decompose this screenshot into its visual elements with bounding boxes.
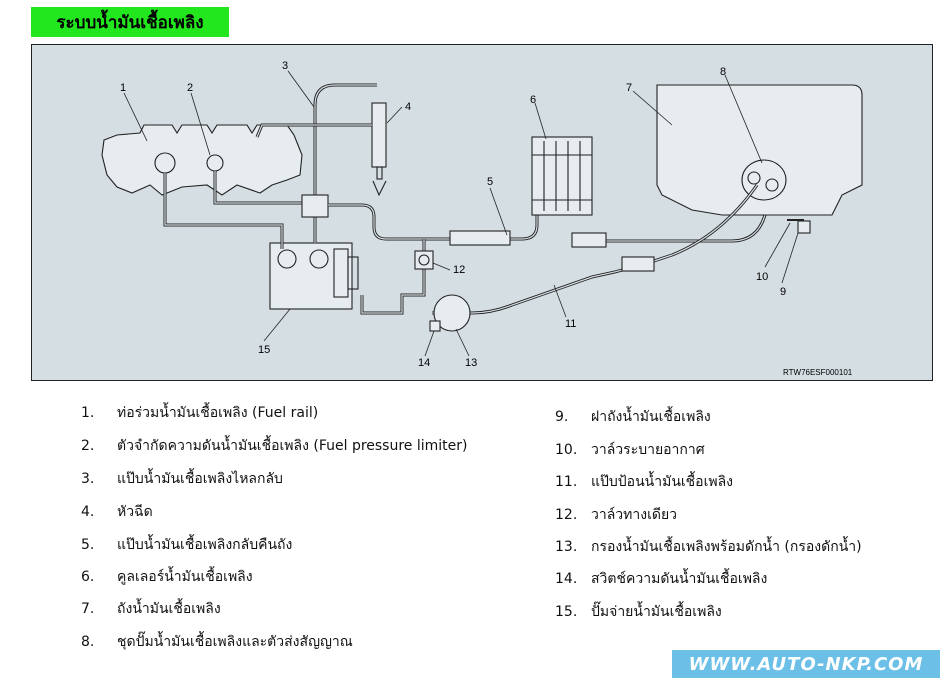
callout-7: 7 (626, 82, 632, 94)
return-pipe-sleeve (449, 230, 511, 246)
callout-15: 15 (258, 344, 270, 356)
return-pipe-5 (328, 155, 539, 241)
fuel-cap (797, 220, 811, 234)
legend-num: 7. (81, 601, 95, 617)
callout-8: 8 (720, 66, 726, 78)
page-title: ระบบน้ำมันเชื้อเพลิง (56, 12, 204, 33)
legend-text: แป๊บป้อนน้ำมันเชื้อเพลิง (591, 474, 734, 490)
pump-port-a (277, 249, 297, 269)
watermark-banner: WWW.AUTO-NKP.COM (672, 650, 940, 678)
legend-num: 9. (555, 409, 569, 425)
legend-text: สวิตช์ความดันน้ำมันเชื้อเพลิง (591, 571, 768, 587)
legend-num: 11. (555, 474, 578, 490)
legend-text: หัวฉีด (117, 504, 153, 520)
diagram-canvas: 1 2 3 4 5 6 7 8 9 10 11 12 13 14 15 RTW7… (101, 60, 863, 377)
legend-num: 8. (81, 634, 95, 650)
legend-text: ตัวจำกัดความดันน้ำมันเชื้อเพลิง (Fuel pr… (117, 438, 468, 454)
legend-num: 13. (555, 539, 578, 555)
legend-left: 1. ท่อร่วมน้ำมันเชื้อเพลิง (Fuel rail) 2.… (81, 403, 541, 653)
callout-14: 14 (418, 357, 430, 369)
legend-text: คูลเลอร์น้ำมันเชื้อเพลิง (117, 569, 253, 585)
junction-block (301, 194, 329, 218)
diagram-ref-code: RTW76ESF000101 (783, 368, 853, 377)
legend-text: ปั๊มจ่ายน้ำมันเชื้อเพลิง (591, 604, 722, 620)
callout-1: 1 (120, 82, 126, 94)
callout-13: 13 (465, 357, 477, 369)
legend-text: วาล์วทางเดียว (591, 507, 678, 523)
legend-text: แป๊บน้ำมันเชื้อเพลิงไหลกลับ (117, 471, 283, 487)
check-valve-pipe (360, 239, 426, 315)
callout-4: 4 (405, 101, 411, 113)
legend-num: 10. (555, 442, 578, 458)
legend-num: 2. (81, 438, 95, 454)
supply-pump-body (269, 242, 353, 310)
legend-text: ถังน้ำมันเชื้อเพลิง (117, 601, 221, 617)
callout-2: 2 (187, 82, 193, 94)
callout-12: 12 (453, 264, 465, 276)
check-valve (414, 250, 434, 270)
fuel-cooler (531, 136, 593, 216)
legend-num: 14. (555, 571, 578, 587)
callout-11: 11 (565, 318, 576, 330)
injector (371, 102, 387, 168)
legend-text: ชุดปั๊มน้ำมันเชื้อเพลิงและตัวส่งสัญญาณ (117, 634, 353, 650)
fuel-filter (433, 294, 471, 332)
legend-text: ท่อร่วมน้ำมันเชื้อเพลิง (Fuel rail) (117, 405, 319, 421)
legend-num: 15. (555, 604, 578, 620)
title-banner: ระบบน้ำมันเชื้อเพลิง (31, 7, 229, 37)
callout-3: 3 (282, 60, 288, 72)
legend-num: 5. (81, 537, 95, 553)
return-pipe-3 (313, 83, 377, 243)
legend-text: ฝาถังน้ำมันเชื้อเพลิง (591, 409, 711, 425)
pump-port-b (309, 249, 329, 269)
callout-10: 10 (756, 271, 768, 283)
fuel-rail (101, 124, 303, 196)
fuel-system-diagram: 1 2 3 4 5 6 7 8 9 10 11 12 13 14 15 RTW7… (31, 44, 933, 381)
pressure-switch (429, 320, 441, 332)
legend-text: แป๊บน้ำมันเชื้อเพลิงกลับคืนถัง (117, 537, 293, 553)
legend-right: 9. ฝาถังน้ำมันเชื้อเพลิง 10. วาล์วระบายอาก… (555, 407, 940, 627)
legend-text: วาล์วระบายอากาศ (591, 442, 705, 458)
legend-num: 1. (81, 405, 95, 421)
legend-num: 4. (81, 504, 95, 520)
legend-num: 3. (81, 471, 95, 487)
callout-5: 5 (487, 176, 493, 188)
legend-text: กรองน้ำมันเชื้อเพลิงพร้อมดักน้ำ (กรองดัก… (591, 539, 862, 555)
callout-9: 9 (780, 286, 786, 298)
legend-num: 12. (555, 507, 578, 523)
watermark-text: WWW.AUTO-NKP.COM (688, 653, 924, 675)
callout-6: 6 (530, 94, 536, 106)
legend-num: 6. (81, 569, 95, 585)
fuel-tank (656, 84, 863, 216)
